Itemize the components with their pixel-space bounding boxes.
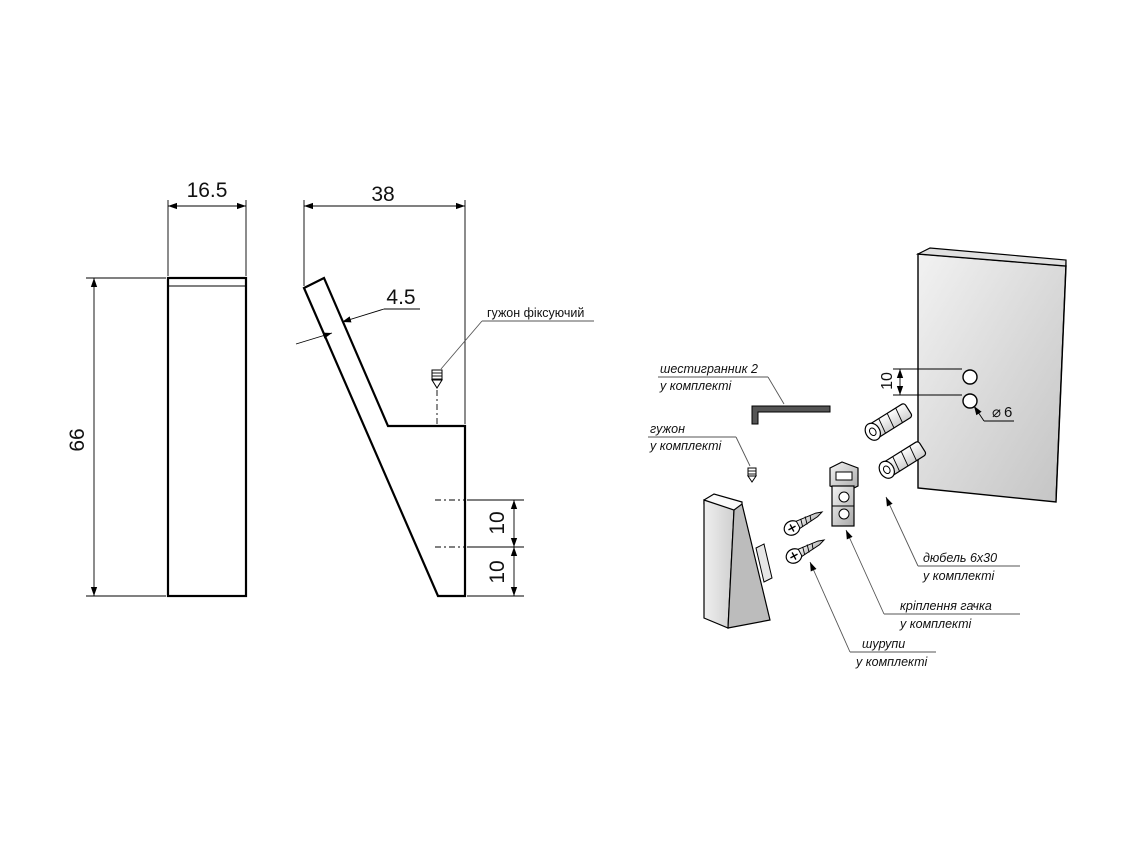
set-screw-icon: [431, 369, 443, 424]
set-screw-side-label: гужон фіксуючий: [487, 306, 584, 320]
dowel-leader: [885, 496, 919, 567]
dowel-lower-icon: [878, 441, 927, 479]
set-screw-label-line2: у комплекті: [649, 439, 722, 453]
bracket-icon: [829, 461, 859, 527]
set-screw-leader: [440, 320, 483, 370]
hex-key-icon: [751, 405, 831, 425]
thickness-arrow-in: [295, 332, 333, 345]
bracket-label-line1: кріплення гачка: [900, 599, 992, 613]
screws-leader: [809, 561, 851, 653]
set-screw-assembly-leader: [735, 436, 751, 467]
bracket-label-line2: у комплекті: [899, 617, 972, 631]
small-set-screw-icon: [747, 467, 757, 483]
width-dimension-label: 16.5: [187, 179, 228, 202]
dowel-label-line1: дюбель 6х30: [923, 551, 997, 565]
height-dimension-label: 66: [66, 428, 89, 451]
thickness-arrow-out: [341, 308, 385, 323]
screws-label-line1: шурупи: [862, 637, 905, 651]
screws-label-line2: у комплекті: [855, 655, 928, 669]
dowel-label-line2: у комплекті: [922, 569, 995, 583]
side-view: 38 4.5 гужон фіксуючий 10 10: [295, 183, 594, 598]
wall-panel: [915, 247, 1067, 503]
dowel-upper-icon: [864, 403, 913, 441]
hex-key-label-line2: у комплекті: [659, 379, 732, 393]
diameter-symbol: ⌀: [992, 404, 1001, 421]
bracket-leader: [845, 529, 885, 615]
lower-offset-label: 10: [486, 560, 509, 583]
hole-diameter-label: 6: [1004, 404, 1012, 421]
diameter-leader: [973, 405, 985, 422]
wall-hole-lower: [962, 393, 978, 409]
hex-key-leader: [767, 376, 785, 405]
screw-lower-icon: [785, 539, 826, 564]
hole-spacing-label: 10: [879, 372, 896, 390]
wall-hole-upper: [962, 369, 978, 385]
upper-offset-label: 10: [486, 511, 509, 534]
hex-key-label-line1: шестигранник 2: [660, 362, 758, 376]
screw-upper-icon: [783, 511, 824, 536]
hook-side-outline: [302, 276, 467, 598]
front-view: 16.5 66: [66, 179, 248, 598]
set-screw-label-line1: гужон: [650, 422, 685, 436]
depth-dimension-label: 38: [371, 183, 394, 206]
thickness-dimension-label: 4.5: [386, 286, 415, 309]
hook-front-outline: [166, 276, 248, 598]
hook-3d-icon: [703, 493, 773, 629]
assembly-view: 10 ⌀ 6: [648, 247, 1067, 669]
